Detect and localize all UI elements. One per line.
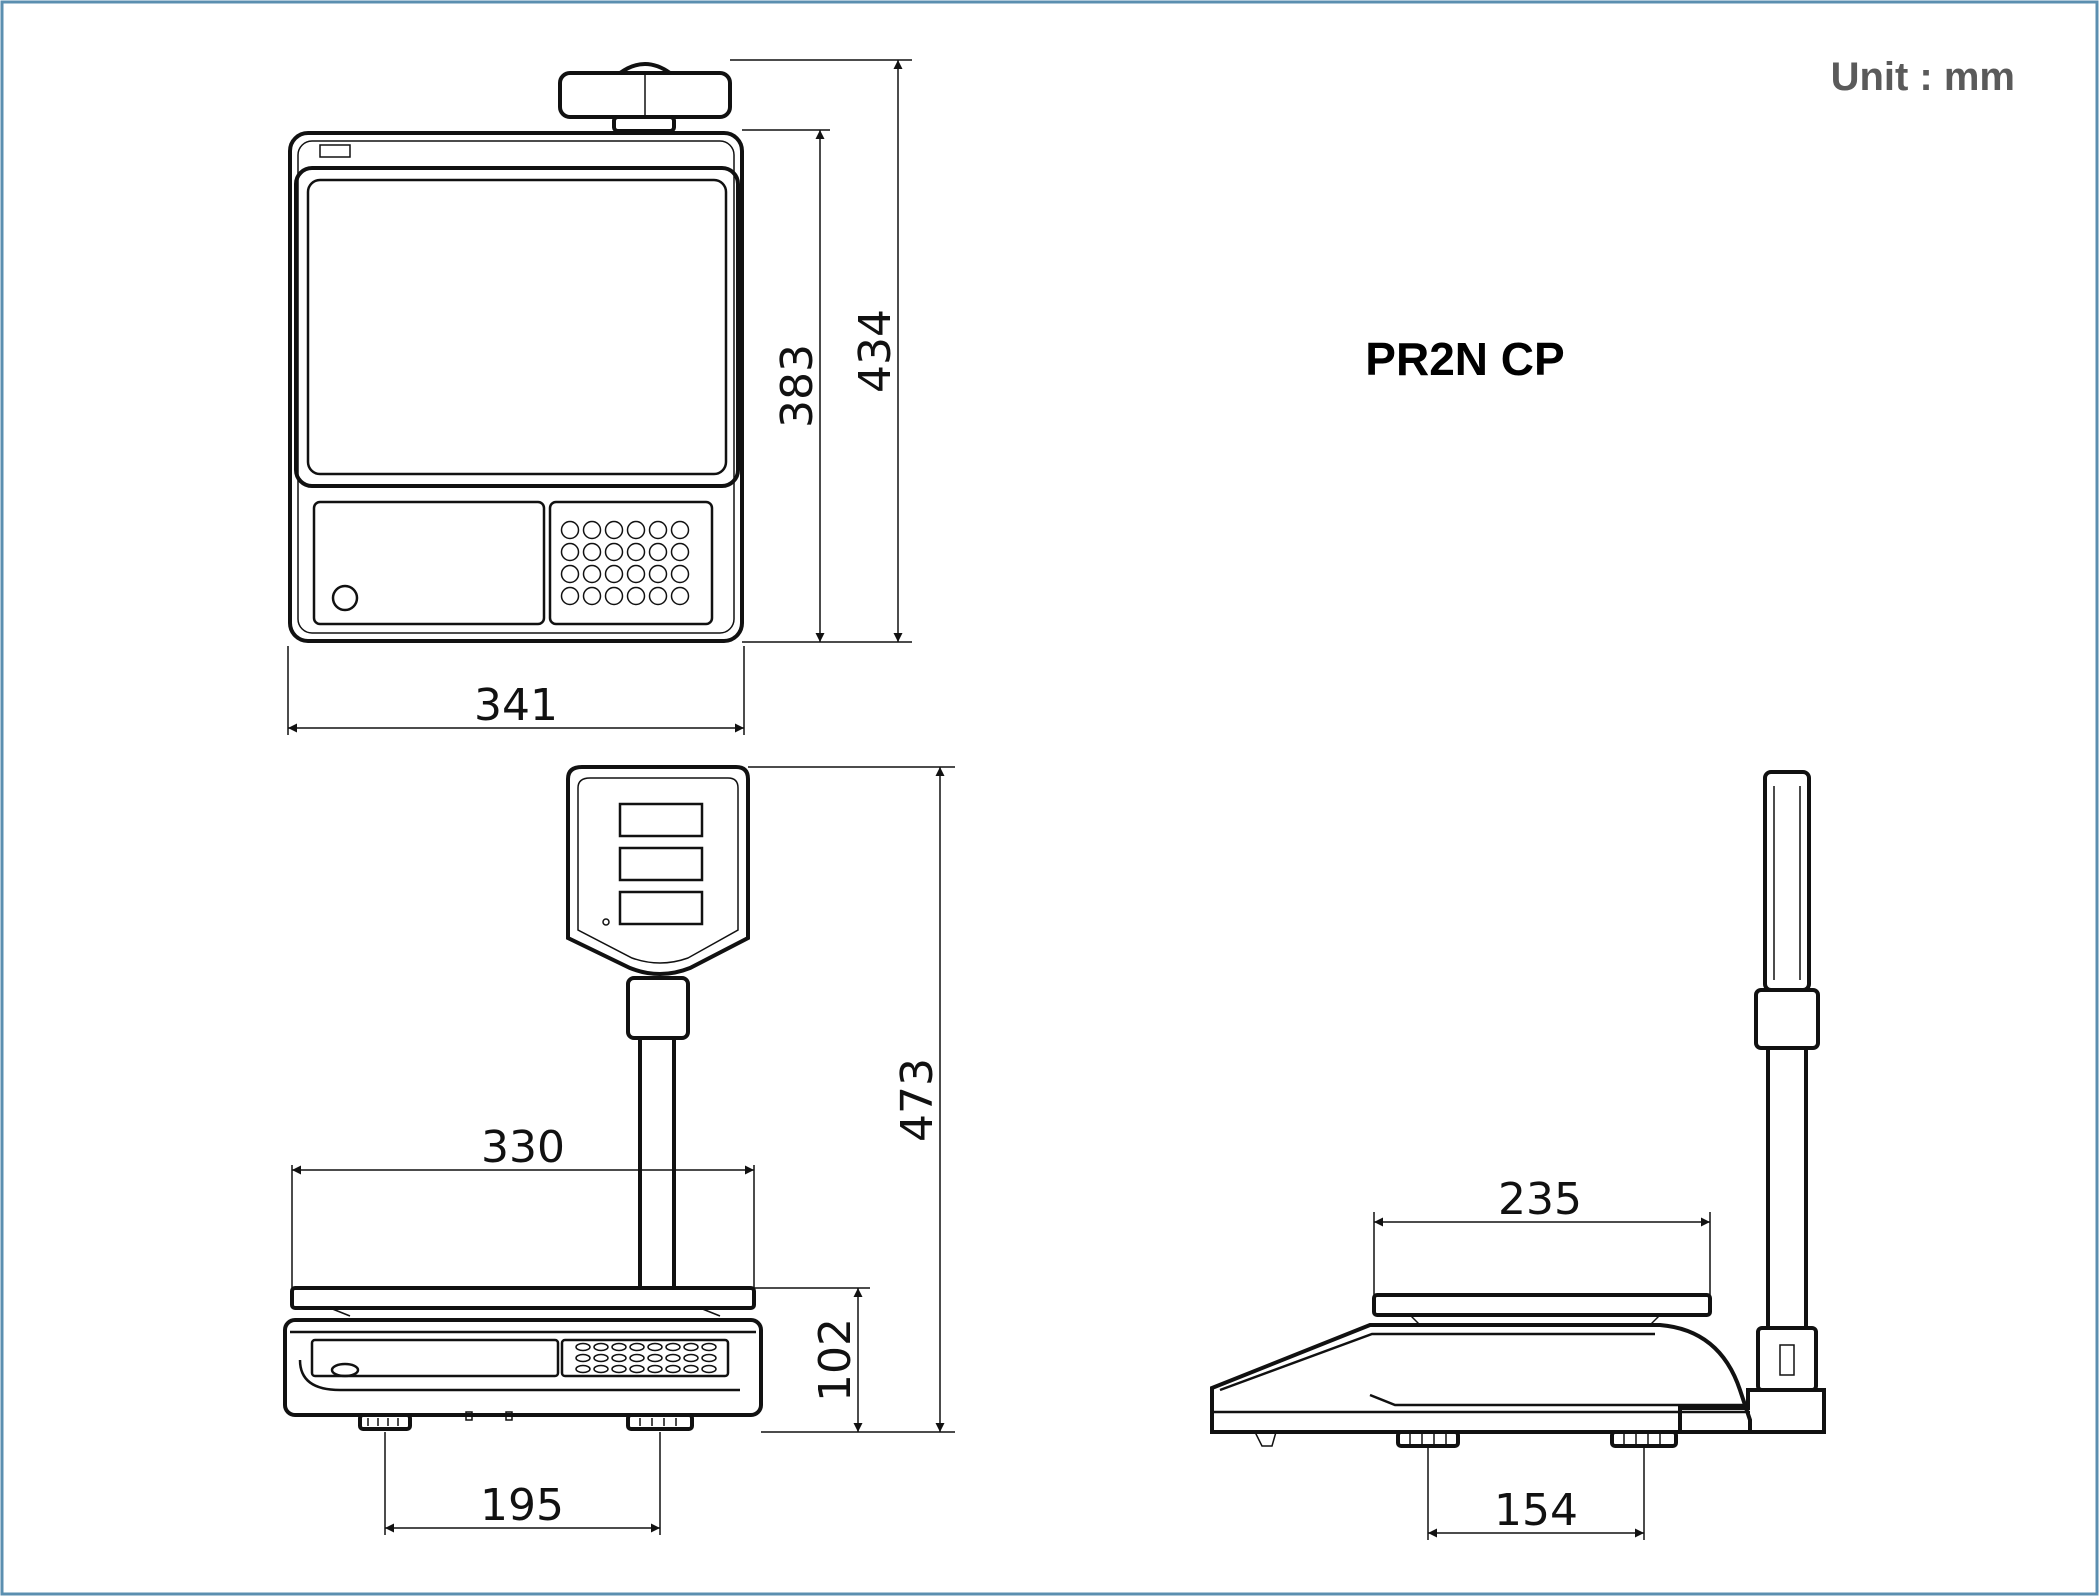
keypad-key bbox=[670, 542, 690, 562]
top-view-keypad bbox=[560, 520, 690, 606]
front-view-base bbox=[283, 1318, 763, 1417]
side-view-platter bbox=[1372, 1293, 1712, 1317]
keypad-key bbox=[593, 1364, 609, 1374]
dim-front-platter-width: 330 bbox=[481, 1122, 565, 1173]
keypad-key bbox=[611, 1353, 627, 1363]
keypad-key bbox=[582, 586, 602, 606]
keypad-key bbox=[647, 1353, 663, 1363]
keypad-key bbox=[611, 1364, 627, 1374]
keypad-key bbox=[593, 1353, 609, 1363]
dim-front-feet-spacing: 195 bbox=[480, 1480, 564, 1531]
keypad-key bbox=[575, 1353, 591, 1363]
keypad-key bbox=[648, 586, 668, 606]
keypad-key bbox=[604, 520, 624, 540]
keypad-key bbox=[582, 520, 602, 540]
keypad-key bbox=[582, 564, 602, 584]
dim-top-depth-total: 434 bbox=[850, 309, 901, 393]
keypad-key bbox=[670, 564, 690, 584]
keypad-key bbox=[648, 520, 668, 540]
keypad-key bbox=[647, 1364, 663, 1374]
front-view-keypad bbox=[575, 1342, 717, 1374]
keypad-key bbox=[701, 1364, 717, 1374]
keypad-key bbox=[604, 586, 624, 606]
keypad-key bbox=[665, 1342, 681, 1352]
dim-side-feet-spacing: 154 bbox=[1494, 1485, 1578, 1536]
dim-top-depth-body: 383 bbox=[772, 344, 823, 428]
dim-top-width: 341 bbox=[474, 680, 558, 731]
top-view bbox=[287, 59, 912, 735]
keypad-key bbox=[670, 586, 690, 606]
keypad-key bbox=[665, 1353, 681, 1363]
keypad-key bbox=[626, 586, 646, 606]
keypad-key bbox=[575, 1364, 591, 1374]
keypad-key bbox=[648, 564, 668, 584]
keypad-key bbox=[701, 1342, 717, 1352]
keypad-key bbox=[629, 1342, 645, 1352]
top-view-body bbox=[288, 131, 744, 643]
keypad-key bbox=[626, 564, 646, 584]
keypad-key bbox=[648, 542, 668, 562]
keypad-key bbox=[647, 1342, 663, 1352]
keypad-key bbox=[560, 542, 580, 562]
keypad-key bbox=[626, 520, 646, 540]
keypad-key bbox=[629, 1364, 645, 1374]
keypad-key bbox=[560, 520, 580, 540]
keypad-key bbox=[629, 1353, 645, 1363]
keypad-key bbox=[604, 564, 624, 584]
keypad-key bbox=[604, 542, 624, 562]
keypad-key bbox=[626, 542, 646, 562]
side-view bbox=[1210, 770, 1826, 1540]
keypad-key bbox=[575, 1342, 591, 1352]
unit-label: Unit : mm bbox=[1831, 55, 2015, 99]
keypad-key bbox=[560, 564, 580, 584]
keypad-key bbox=[593, 1342, 609, 1352]
side-view-body bbox=[1210, 1323, 1752, 1434]
keypad-key bbox=[683, 1353, 699, 1363]
dim-front-total-height: 473 bbox=[892, 1058, 943, 1142]
model-title: PR2N CP bbox=[1365, 333, 1564, 385]
top-view-platter bbox=[294, 166, 740, 488]
front-view-platter bbox=[290, 1286, 756, 1310]
keypad-key bbox=[683, 1342, 699, 1352]
keypad-key bbox=[665, 1364, 681, 1374]
keypad-key bbox=[560, 586, 580, 606]
keypad-key bbox=[683, 1364, 699, 1374]
keypad-key bbox=[670, 520, 690, 540]
keypad-key bbox=[701, 1353, 717, 1363]
dim-front-base-height: 102 bbox=[810, 1318, 861, 1402]
keypad-key bbox=[582, 542, 602, 562]
front-view bbox=[283, 765, 955, 1535]
keypad-key bbox=[611, 1342, 627, 1352]
dim-side-platter-depth: 235 bbox=[1498, 1174, 1582, 1225]
